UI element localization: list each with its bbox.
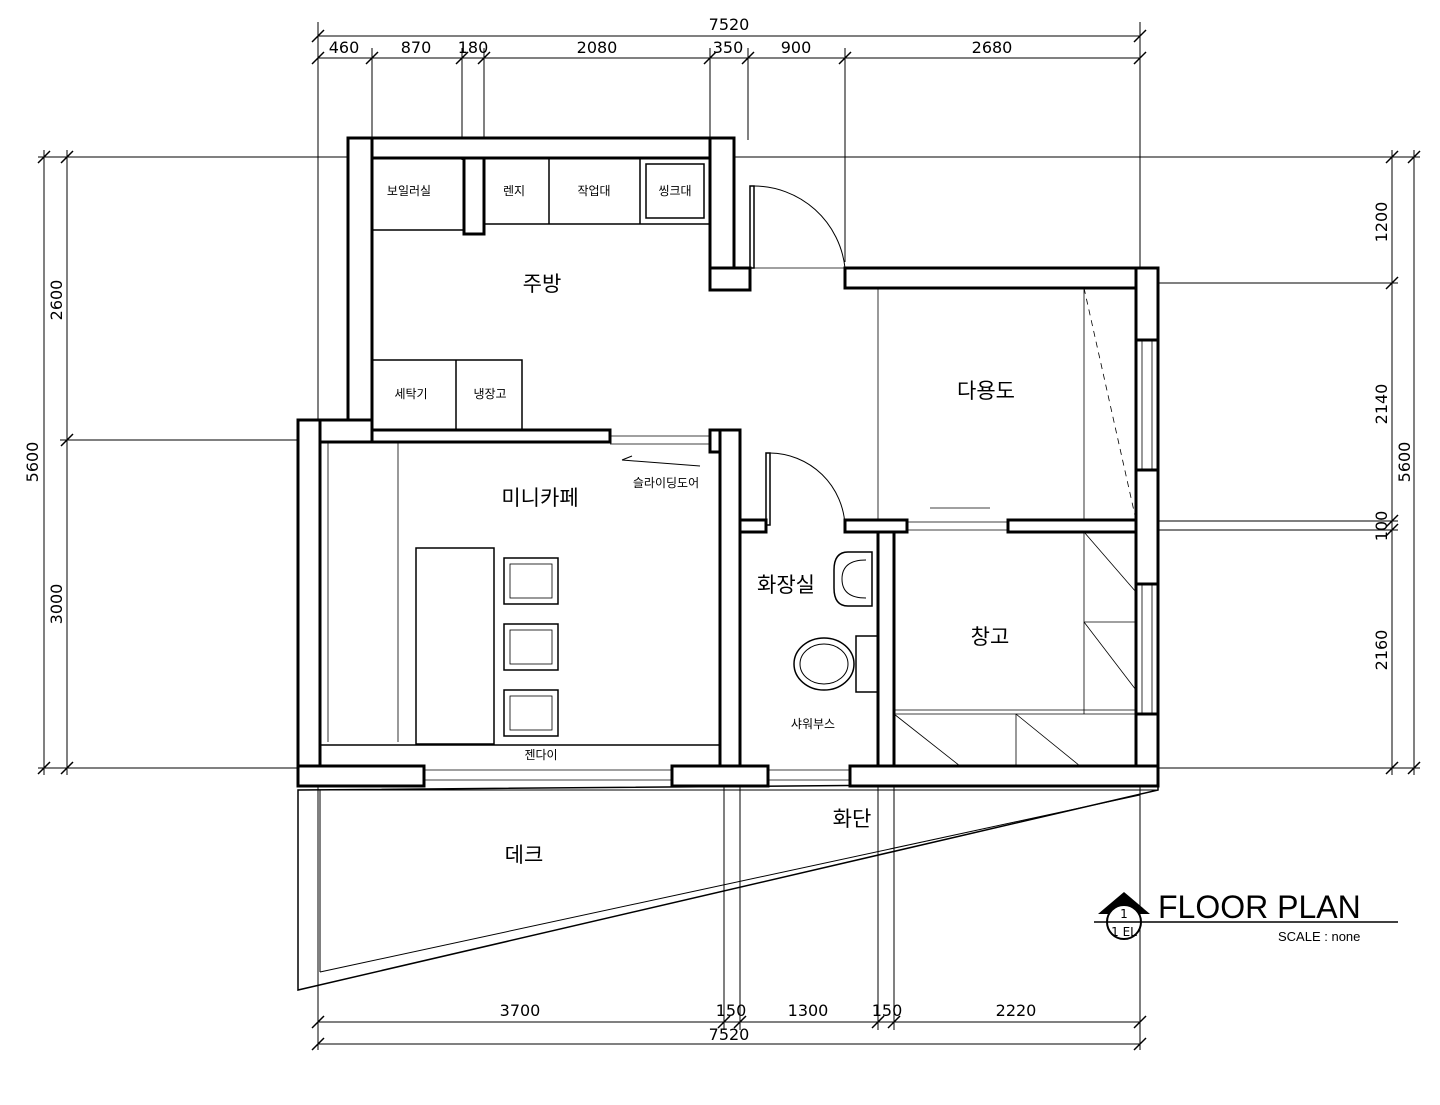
bottom-dim-2: 150 — [716, 1001, 747, 1020]
top-dimension-group: 7520 460 870 180 2080 350 900 2680 — [311, 15, 1147, 420]
windows — [424, 340, 1153, 781]
room-label-flowerbed: 화단 — [833, 807, 872, 831]
room-labels: 주방 다용도 미니카페 화장실 창고 데크 화단 — [501, 272, 1015, 867]
drawing-scale: SCALE : none — [1278, 929, 1360, 944]
room-label-storage: 창고 — [971, 625, 1010, 649]
washbasin — [833, 551, 873, 607]
label-boiler-room: 보일러실 — [387, 184, 431, 198]
right-dim-4: 2160 — [1372, 630, 1391, 671]
doors — [621, 185, 846, 527]
top-dim-2: 870 — [401, 38, 432, 57]
restroom-fixtures — [793, 551, 879, 693]
toilet — [793, 635, 879, 693]
bottom-dim-5: 2220 — [996, 1001, 1037, 1020]
right-total-dim: 5600 — [1395, 442, 1414, 483]
bottom-dim-1: 3700 — [500, 1001, 541, 1020]
drawing-title: FLOOR PLAN — [1158, 889, 1361, 925]
top-dim-7: 2680 — [972, 38, 1013, 57]
bottom-dimension-group: 3700 150 1300 150 2220 7520 — [311, 770, 1147, 1051]
left-dimension-group: 5600 2600 3000 — [23, 150, 1420, 775]
fixture-labels: 보일러실 렌지 작업대 씽크대 세탁기 냉장고 슬라이딩도어 샤워부스 젠다이 — [387, 184, 835, 762]
title-block: 1 1 EL FLOOR PLAN SCALE : none — [1094, 889, 1398, 944]
room-label-minicafe: 미니카페 — [501, 486, 578, 510]
minicafe-interior — [320, 442, 720, 746]
room-label-kitchen: 주방 — [523, 272, 562, 296]
bottom-total-dim: 7520 — [709, 1025, 750, 1044]
marker-sheet: 1 EL — [1111, 925, 1137, 939]
label-sink: 씽크대 — [658, 184, 691, 198]
top-dim-3: 180 — [458, 38, 489, 57]
left-dim-1: 2600 — [47, 280, 66, 321]
top-dim-4: 2080 — [577, 38, 618, 57]
left-dim-2: 3000 — [47, 584, 66, 625]
top-dim-6: 900 — [781, 38, 812, 57]
top-dim-5: 350 — [713, 38, 744, 57]
deck-area — [297, 782, 1159, 991]
walls — [296, 136, 1160, 788]
right-dimension-group: 1200 2140 100 2160 5600 — [1010, 150, 1421, 775]
chair-1 — [503, 557, 559, 605]
bottom-dim-4: 150 — [872, 1001, 903, 1020]
bottom-dim-3: 1300 — [788, 1001, 829, 1020]
label-washer: 세탁기 — [394, 387, 427, 401]
left-total-dim: 5600 — [23, 442, 42, 483]
label-shower-booth: 샤워부스 — [791, 717, 835, 731]
right-dim-2: 2140 — [1372, 384, 1391, 425]
right-dim-1: 1200 — [1372, 202, 1391, 243]
label-sliding-door: 슬라이딩도어 — [633, 476, 699, 490]
chair-2 — [503, 623, 559, 671]
label-worktable: 작업대 — [577, 184, 610, 198]
label-range: 렌지 — [503, 184, 525, 198]
label-fridge: 냉장고 — [473, 387, 506, 401]
chair-3 — [503, 689, 559, 737]
label-jendai: 젠다이 — [524, 748, 557, 762]
kitchen-fixtures — [371, 156, 711, 431]
top-total-dim: 7520 — [709, 15, 750, 34]
marker-number: 1 — [1120, 907, 1128, 921]
interior-lines — [877, 287, 1137, 767]
room-label-deck: 데크 — [505, 843, 544, 867]
section-marker-icon: 1 1 EL — [1094, 892, 1150, 940]
room-label-restroom: 화장실 — [757, 573, 815, 597]
top-dim-1: 460 — [329, 38, 360, 57]
room-label-multipurpose: 다용도 — [957, 379, 1015, 403]
right-dim-3: 100 — [1372, 511, 1391, 542]
